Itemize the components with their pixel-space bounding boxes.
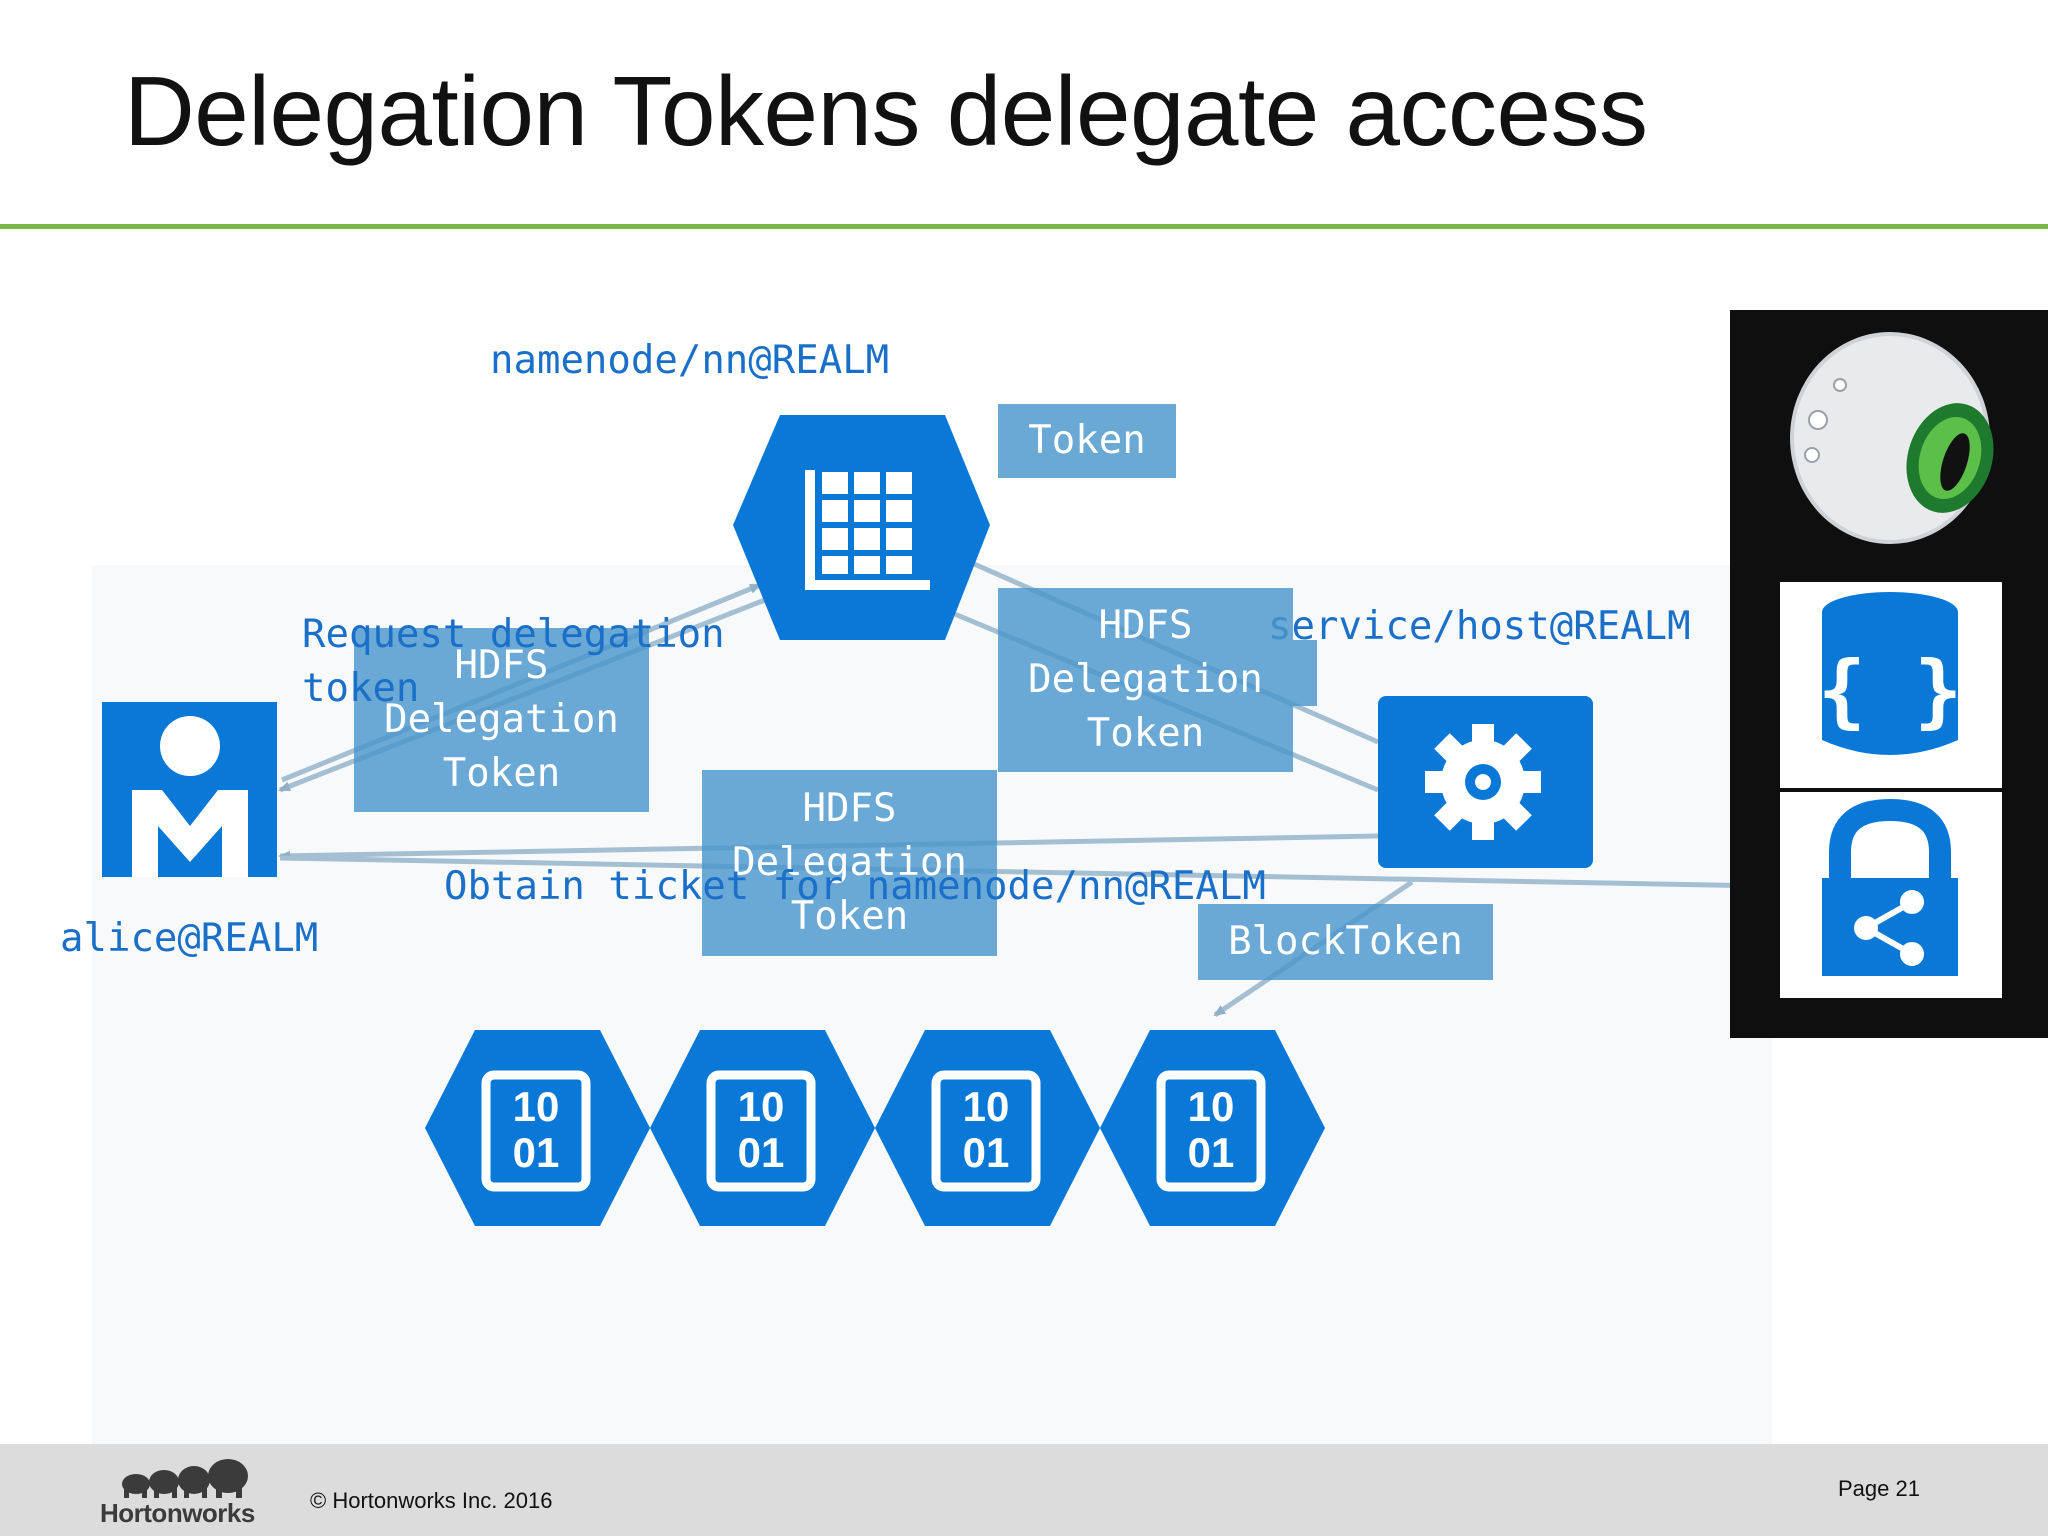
hdfs-box-right-tab: [1293, 640, 1317, 706]
copyright-text: © Hortonworks Inc. 2016: [310, 1488, 553, 1513]
token-box: Token: [998, 404, 1176, 478]
service-label: service/host@REALM: [1268, 604, 1691, 649]
page-number: Page 21: [1838, 1476, 1920, 1501]
svg-text:{ }: { }: [1818, 644, 1963, 737]
title-divider: [0, 224, 2048, 229]
alice-label: alice@REALM: [60, 916, 319, 961]
request-delegation-label: Request delegation token: [302, 612, 725, 711]
kerberos-eye-icon: [1790, 332, 1994, 544]
hdfs-delegation-token-box-center: HDFS Delegation Token: [702, 770, 997, 956]
obtain-ticket-label: Obtain ticket for namenode/nn@REALM: [444, 864, 1266, 909]
hdfs-delegation-token-box-left: HDFS Delegation Token: [354, 628, 649, 812]
hdfs-delegation-token-box-right: HDFS Delegation Token: [998, 588, 1293, 772]
namenode-label: namenode/nn@REALM: [490, 338, 890, 383]
hortonworks-logo-icon: [122, 1459, 248, 1498]
page-title: Delegation Tokens delegate access: [124, 56, 1648, 166]
database-braces-icon: { }: [1818, 592, 1963, 755]
datanode-binary-icon: [650, 1030, 875, 1226]
datanode-binary-icon: [875, 1030, 1100, 1226]
hortonworks-brand: Hortonworks: [100, 1498, 255, 1528]
lock-share-icon: [1822, 798, 1958, 976]
arrow-alice-to-kdc: [279, 855, 1768, 891]
datanode-binary-icon: [1100, 1030, 1325, 1226]
blocktoken-box: BlockToken: [1198, 904, 1493, 980]
datanode-binary-icon: [425, 1030, 650, 1226]
slide-footer: Hortonworks © Hortonworks Inc. 2016 Page…: [0, 1444, 2048, 1536]
